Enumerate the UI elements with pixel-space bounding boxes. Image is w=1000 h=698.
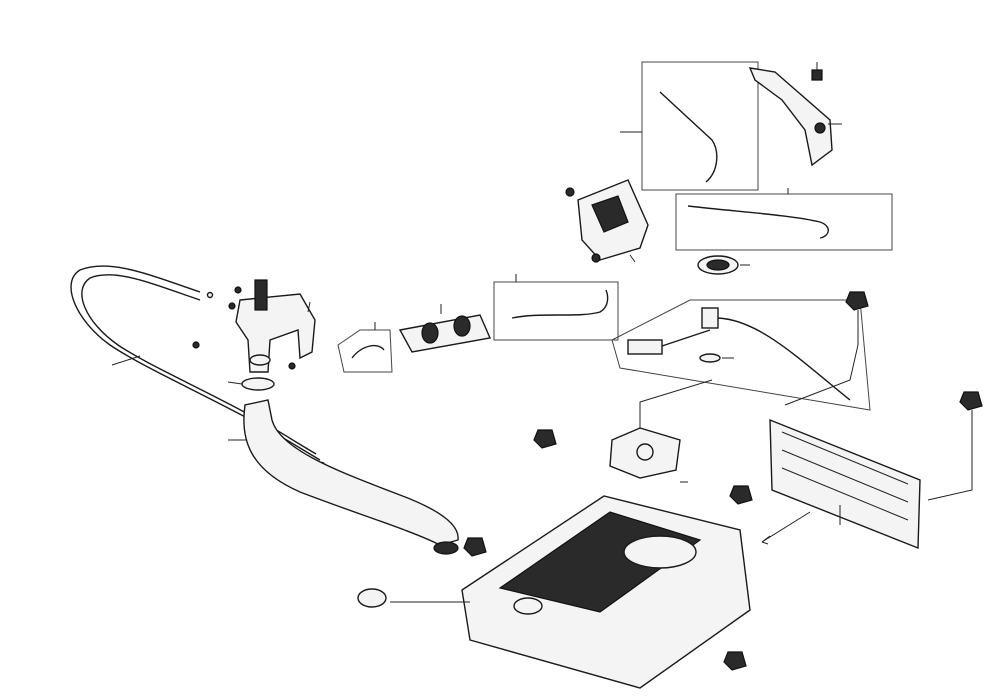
group-371-box (611, 299, 871, 411)
nut-397-right (959, 391, 983, 411)
leader-387 (629, 254, 636, 263)
screw-388-lower (591, 253, 601, 263)
screw-385-right (288, 362, 296, 370)
group-c-box (493, 281, 619, 341)
part-d-hose-elbow (337, 329, 393, 373)
screw-385-upper (234, 286, 242, 294)
part-387-fuel-pump (577, 179, 649, 261)
plate-center-hole (636, 443, 654, 461)
leader-plate-to-sender (639, 379, 713, 428)
tank-sender-opening (623, 535, 697, 569)
part-371-fuel-sender (627, 307, 851, 401)
nut-375-right (729, 485, 753, 505)
part-376-clamp (357, 588, 387, 608)
sender-float (627, 339, 663, 355)
part-392-hose (687, 205, 829, 239)
part-396-heat-shield (769, 418, 921, 550)
leader-397-right (927, 410, 973, 501)
pump-body-dark (591, 195, 629, 233)
nut-375-left (463, 537, 487, 557)
arrow-shield-to-tank (761, 511, 811, 543)
cap-neck (249, 354, 271, 366)
nut-375-bottom (723, 651, 747, 671)
part-373-gasket (699, 353, 721, 363)
arrow-head (761, 535, 771, 545)
leader-380 (227, 381, 243, 385)
screw-388-upper (565, 187, 575, 197)
leader-397-upper (784, 310, 859, 406)
part-378-filler-tube (243, 399, 459, 555)
part-390-bracket (748, 67, 833, 167)
leader-h (307, 301, 311, 313)
part-b-fuel-filter (398, 314, 491, 353)
tank-filler-port (513, 597, 543, 615)
cap-handle (254, 279, 268, 311)
clamp-a-upper (206, 291, 214, 299)
filter-right-cap (453, 315, 471, 337)
part-filler-cap-assembly (235, 279, 316, 373)
group-392-box (675, 193, 893, 251)
part-c-hose (511, 289, 609, 319)
screw-391 (811, 69, 823, 81)
screw-384 (228, 302, 236, 310)
nut-375-upper (533, 429, 557, 449)
group-393-box (641, 61, 759, 191)
part-fuel-tank (461, 495, 751, 689)
filter-left-cap (421, 322, 439, 344)
part-370-ring-inner (706, 259, 730, 271)
nut-397-upper (845, 291, 869, 311)
leader-381 (111, 355, 141, 366)
part-393-hose (659, 91, 718, 183)
sender-head (701, 307, 719, 329)
part-374-tank-plate (609, 427, 681, 479)
part-381-hose (70, 265, 321, 461)
filler-tube-end (433, 541, 459, 555)
screw-385-left (192, 341, 200, 349)
part-380-ring (241, 377, 275, 391)
bracket-hole (814, 122, 826, 134)
